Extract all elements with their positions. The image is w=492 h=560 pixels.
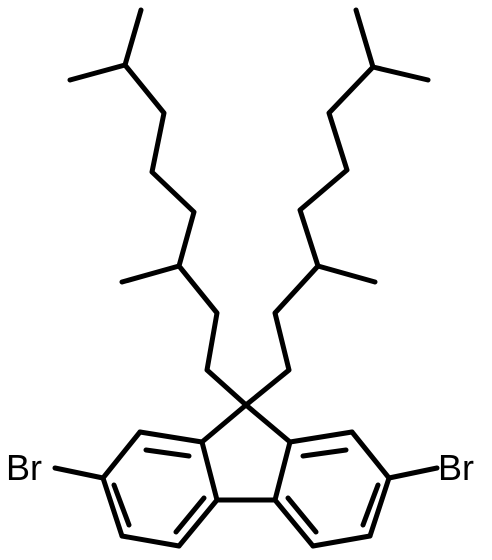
right-ring-double-bond-2: [360, 482, 381, 528]
right-chain-methyl-branch: [315, 263, 378, 285]
bromine-left-label: Br: [6, 447, 42, 488]
right-c-br-bond: [386, 465, 440, 481]
right-chain-terminal-methyl: [353, 7, 376, 70]
left-chain-methyl-branch: [119, 263, 182, 285]
right-ring-double-bond-1: [300, 447, 349, 459]
left-c-br-bond: [52, 465, 106, 481]
left-ring-double-bond-2: [111, 482, 132, 528]
right-ring-double-bond-3: [285, 495, 319, 535]
right-benzene-ring: [272, 429, 392, 549]
left-chain-terminal-methyl: [122, 7, 144, 68]
left-alkyl-chain: [67, 62, 249, 408]
left-benzene-ring: [100, 429, 220, 549]
bromine-right-label: Br: [438, 447, 474, 488]
left-ring-double-bond-3: [173, 495, 207, 535]
right-alkyl-chain: [243, 64, 431, 408]
five-membered-ring: [199, 402, 293, 503]
left-ring-double-bond-1: [143, 447, 192, 459]
